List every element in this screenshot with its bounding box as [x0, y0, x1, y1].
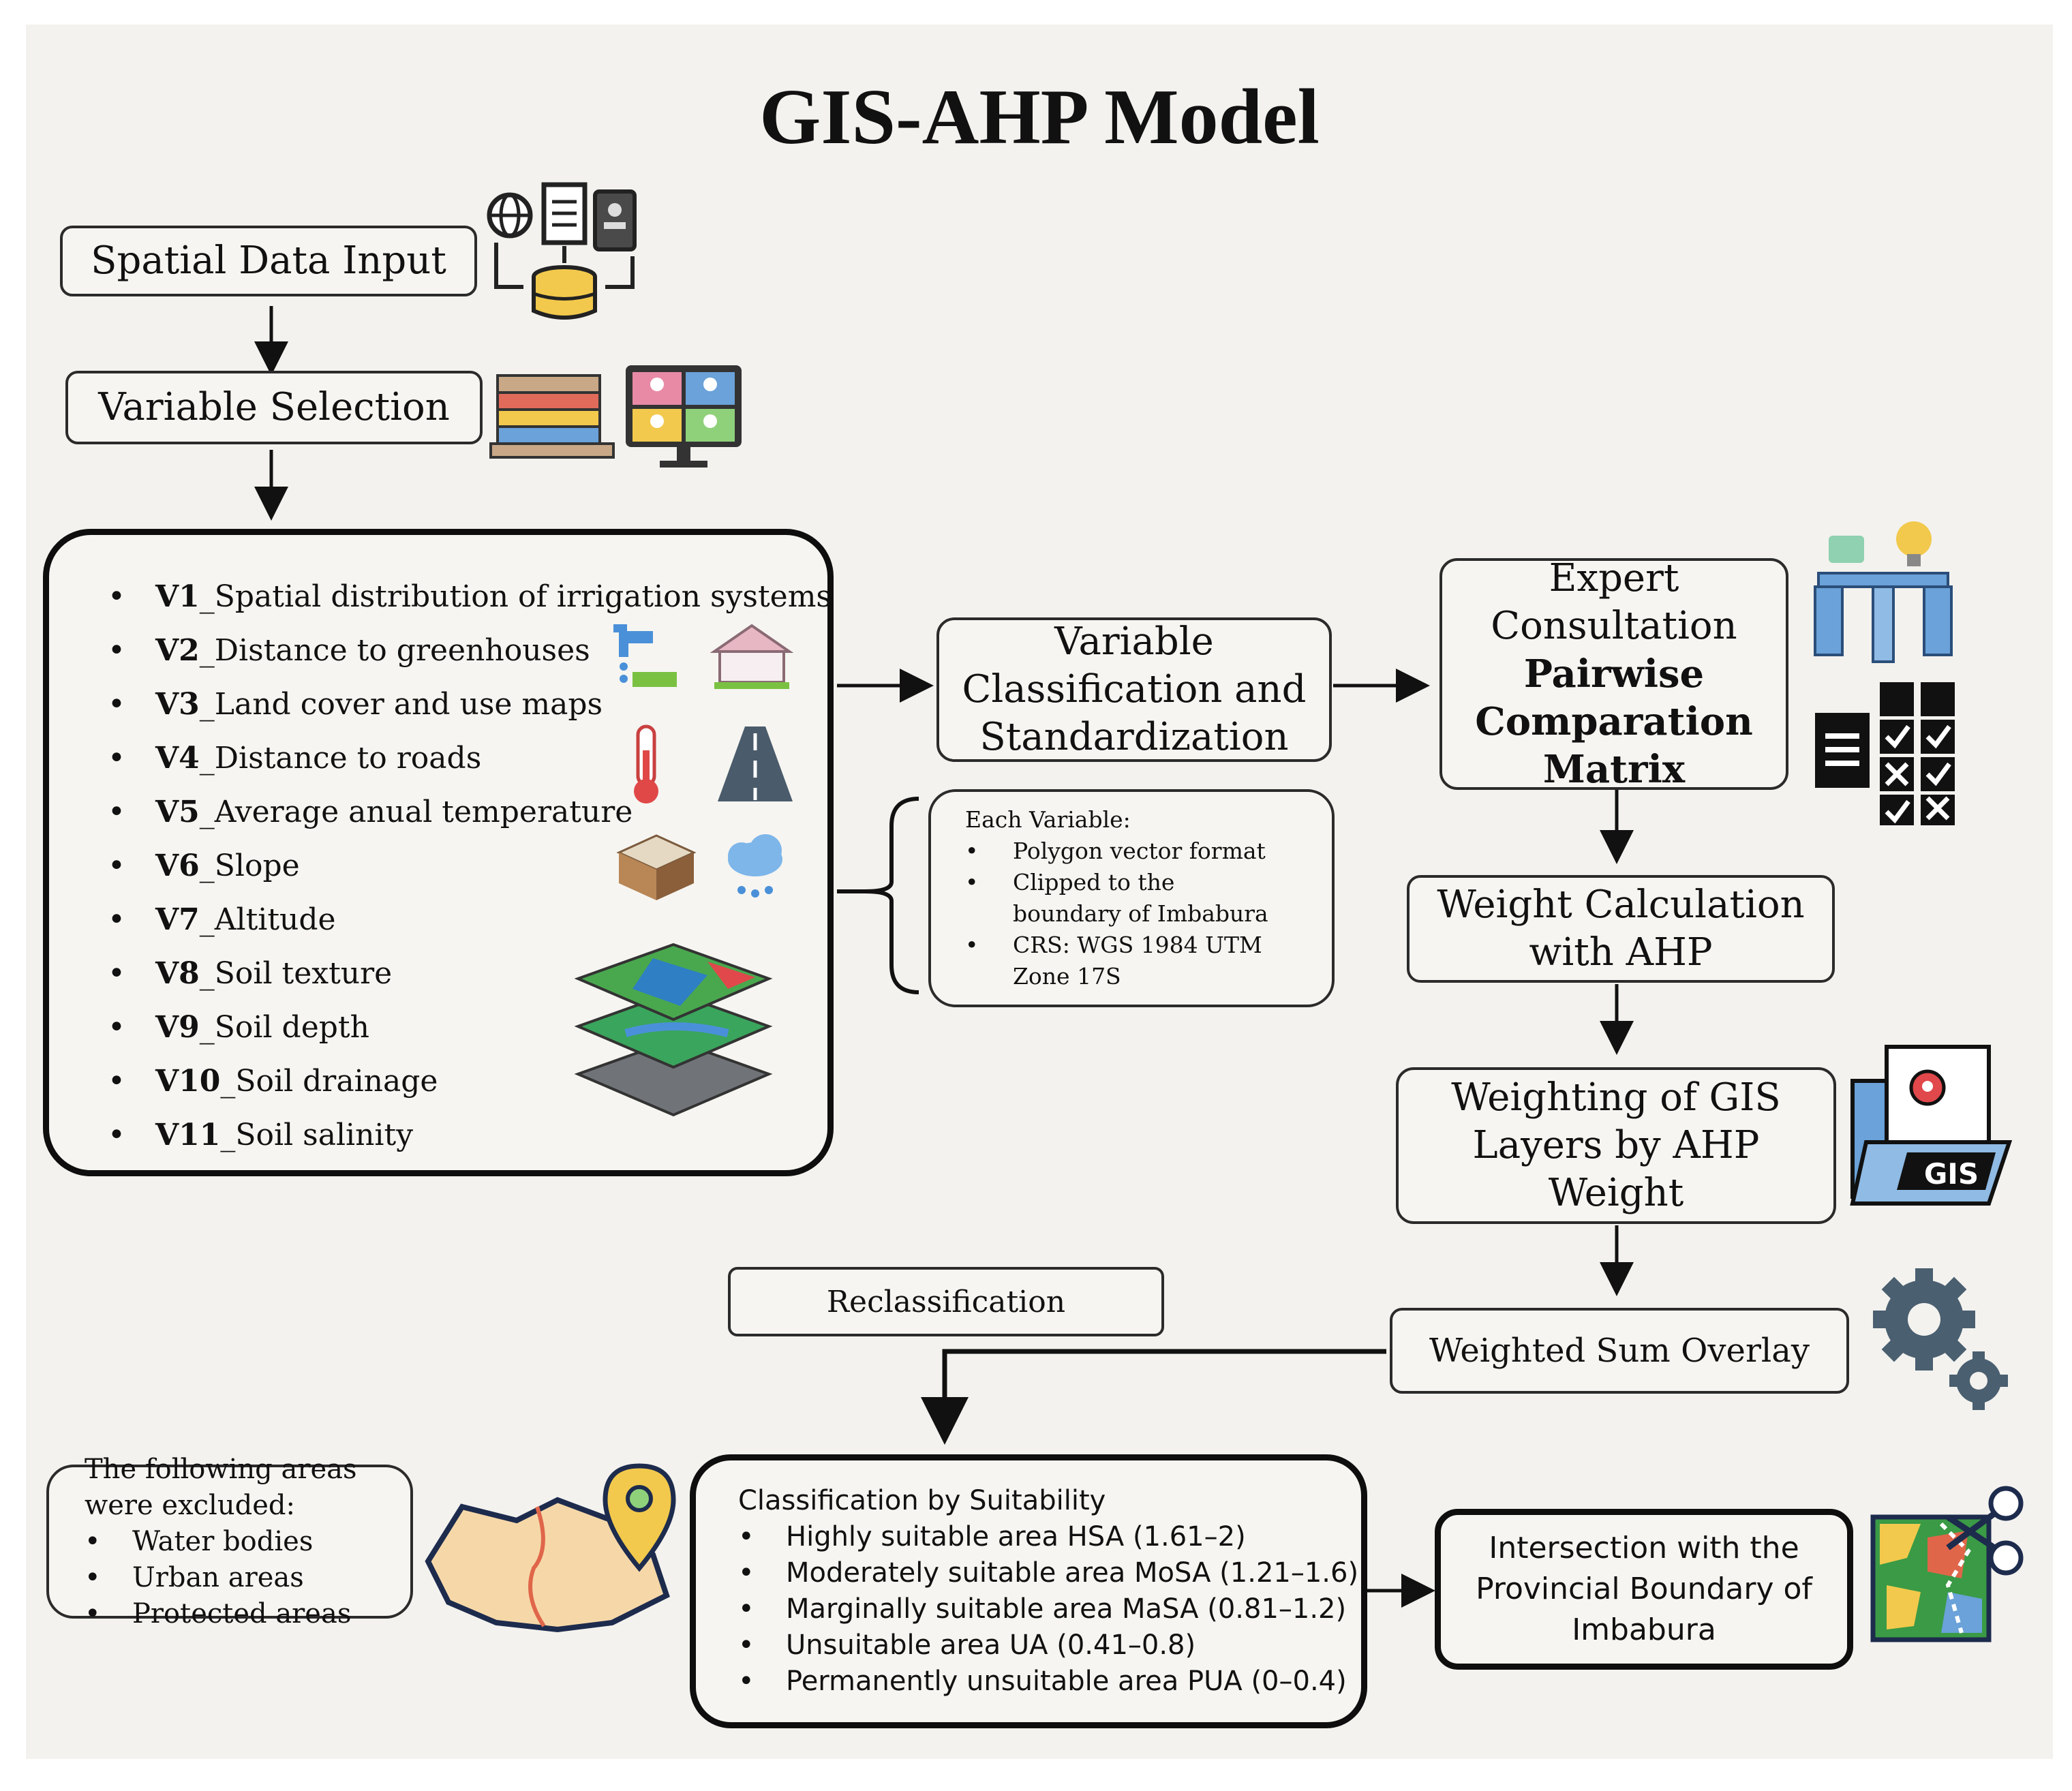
weighting-layers-box: Weighting of GIS Layers by AHP Weight [1396, 1067, 1836, 1224]
variable-item: •V10_Soil drainage [108, 1064, 438, 1099]
each-variable-item: •Clipped to the [965, 869, 1175, 895]
rain-cloud-icon [728, 834, 782, 898]
variable-item: •V3_Land cover and use maps [108, 687, 603, 722]
variable-item: •V6_Slope [108, 848, 300, 883]
expert-meeting-icon [1814, 521, 1953, 663]
excluded-item: •Water bodies [85, 1525, 314, 1557]
road-icon [718, 726, 793, 801]
suitability-box: Classification by Suitability •Highly su… [690, 1454, 1367, 1728]
each-variable-item: •CRS: WGS 1984 UTM [965, 932, 1262, 958]
brace [865, 797, 919, 994]
variable-selection-box: Variable Selection [65, 371, 483, 444]
variable-item: •V5_Average anual temperature [108, 795, 633, 829]
excluded-item: •Protected areas [85, 1597, 352, 1629]
gears-icon [1873, 1268, 2008, 1410]
variable-item: •V8_Soil texture [108, 956, 393, 991]
suitability-class: •Highly suitable area HSA (1.61–2) [738, 1521, 1246, 1552]
variable-selection-label: Variable Selection [98, 385, 450, 429]
excluded-item: •Urban areas [85, 1561, 304, 1593]
gis-folder-icon: GIS [1846, 1040, 2023, 1217]
greenhouse-icon [710, 624, 794, 689]
variable-item: •V7_Altitude [108, 902, 336, 937]
weight-calculation-box: Weight Calculation with AHP [1407, 875, 1835, 983]
excluded-areas-box: The following areas were excluded: •Wate… [46, 1454, 413, 1629]
spatial-data-input-box: Spatial Data Input [60, 226, 477, 296]
intersection-box: Intersection with the Provincial Boundar… [1435, 1509, 1853, 1670]
expert-consultation-box: Expert Consultation Pairwise Comparation… [1439, 556, 1788, 792]
each-variable-item: •Polygon vector format [965, 838, 1266, 864]
each-variable-item: boundary of Imbabura [1013, 900, 1268, 927]
suitability-class: •Unsuitable area UA (0.41–0.8) [738, 1629, 1196, 1661]
variable-item: •V9_Soil depth [108, 1010, 369, 1045]
suitability-class: •Moderately suitable area MoSA (1.21–1.6… [738, 1557, 1359, 1589]
variable-item: •V11_Soil salinity [108, 1118, 414, 1152]
variable-classification-box: Variable Classification and Standardizat… [936, 617, 1332, 762]
irrigation-faucet-icon [613, 624, 677, 687]
clip-map-scissors-icon [1870, 1486, 2024, 1642]
variable-item: •V2_Distance to greenhouses [108, 633, 590, 668]
layers-books-icon [489, 374, 615, 459]
diagram-canvas: GIS-AHP Model Spatial Data Input [26, 25, 2053, 1759]
weighted-sum-overlay-box: Weighted Sum Overlay [1390, 1308, 1849, 1394]
variable-list: •V1_Spatial distribution of irrigation s… [108, 570, 832, 1162]
diagram-title: GIS-AHP Model [759, 74, 1320, 161]
soil-slope-icon [616, 834, 697, 900]
checklist-matrix-icon [1815, 682, 1955, 825]
gis-folder-label: GIS [1923, 1157, 1979, 1191]
suitability-class: •Marginally suitable area MaSA (0.81–1.2… [738, 1593, 1347, 1625]
variable-item: •V1_Spatial distribution of irrigation s… [108, 579, 832, 614]
spatial-data-input-label: Spatial Data Input [91, 239, 446, 283]
gis-layers-icon [574, 943, 773, 1117]
arrow-overlay-to-classification [921, 1349, 1386, 1445]
each-variable-item: Zone 17S [1013, 963, 1121, 990]
suitability-class: •Permanently unsuitable area PUA (0–0.4) [738, 1666, 1347, 1697]
variable-item: •V4_Distance to roads [108, 741, 482, 776]
reclassification-box: Reclassification [728, 1267, 1164, 1336]
database-icon [487, 182, 637, 320]
each-variable-note: Each Variable: •Polygon vector format •C… [928, 789, 1335, 1007]
video-meeting-icon [626, 365, 742, 468]
thermometer-icon [634, 724, 658, 803]
province-map-pin-icon [425, 1463, 676, 1633]
connector-layer [254, 306, 1634, 1608]
